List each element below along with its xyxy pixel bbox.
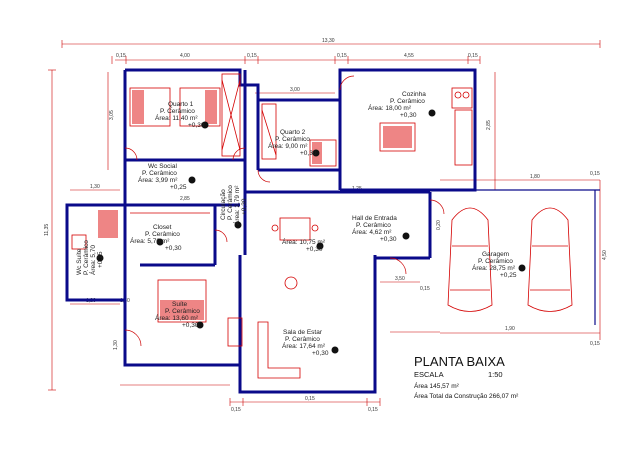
svg-text:P. Cerâmico: P. Cerâmico xyxy=(285,336,320,343)
room-label-wcsocial: Wc Social P. Cerâmico Área: 3,99 m² +0,2… xyxy=(138,163,187,191)
svg-text:P. Cerâmico: P. Cerâmico xyxy=(160,108,195,115)
svg-text:3,05: 3,05 xyxy=(109,110,115,120)
svg-text:Closet: Closet xyxy=(153,224,172,231)
car-left xyxy=(447,207,493,312)
room-label-garagem: Garagem P. Cerâmico Área: 28,75 m² +0,25 xyxy=(472,251,517,279)
svg-text:P. Cerâmico: P. Cerâmico xyxy=(356,222,391,229)
svg-text:Wc Suíte: Wc Suíte xyxy=(76,248,83,275)
svg-text:Suíte: Suíte xyxy=(172,301,188,308)
svg-text:P. Cerâmico: P. Cerâmico xyxy=(83,240,90,275)
svg-text:+0,30: +0,30 xyxy=(165,245,182,252)
svg-text:0,15: 0,15 xyxy=(247,53,257,59)
svg-text:Hall de Entrada: Hall de Entrada xyxy=(352,215,397,222)
svg-text:+0,30: +0,30 xyxy=(182,322,199,329)
svg-text:Quarto 2: Quarto 2 xyxy=(280,129,306,136)
svg-text:P. Cerâmico: P. Cerâmico xyxy=(275,136,310,143)
dimension-texts: 13,30 0,15 4,00 0,15 3,00 0,15 4,55 0,15… xyxy=(44,38,608,413)
svg-text:P. Cerâmico: P. Cerâmico xyxy=(165,308,200,315)
plan-title: PLANTA BAIXA xyxy=(414,354,505,369)
room-label-suite: Suíte P. Cerâmico Área: 13,60 m² +0,30 xyxy=(155,301,200,329)
room-label-hall: Hall de Entrada P. Cerâmico Área: 4,62 m… xyxy=(352,215,397,243)
svg-text:+0,30: +0,30 xyxy=(400,112,417,119)
svg-text:P. Cerâmico: P. Cerâmico xyxy=(478,258,513,265)
walls xyxy=(65,68,600,394)
svg-text:0,15: 0,15 xyxy=(116,53,126,59)
svg-text:+0,30: +0,30 xyxy=(312,350,329,357)
svg-text:0,15: 0,15 xyxy=(420,286,430,292)
svg-text:Área: 4,62 m²: Área: 4,62 m² xyxy=(352,227,392,236)
svg-text:4,50: 4,50 xyxy=(602,250,608,260)
svg-text:2,85: 2,85 xyxy=(180,196,190,202)
room-label-cozinha: Cozinha P. Cerâmico Área: 18,00 m² +0,30 xyxy=(368,91,426,119)
dim-left-total: 11,35 xyxy=(44,224,50,236)
svg-text:0,15: 0,15 xyxy=(337,53,347,59)
svg-text:0,15: 0,15 xyxy=(305,396,315,402)
svg-text:Área: 9,00 m²: Área: 9,00 m² xyxy=(268,141,308,150)
room-label-sala: Sala de Estar P. Cerâmico Área: 17,64 m²… xyxy=(282,329,329,357)
svg-text:Área: 2,79 m²: Área: 2,79 m² xyxy=(232,185,241,225)
scale-label: ESCALA xyxy=(414,370,444,379)
svg-text:Wc Social: Wc Social xyxy=(148,163,177,170)
svg-text:0,15: 0,15 xyxy=(368,407,378,413)
svg-text:1,30: 1,30 xyxy=(113,340,119,350)
room-label-circulacao: Circulação P. Cerâmico Área: 2,79 m² +0,… xyxy=(220,185,248,225)
svg-text:3,00: 3,00 xyxy=(290,87,300,93)
svg-text:4,55: 4,55 xyxy=(404,53,414,59)
svg-text:Área: 28,75 m²: Área: 28,75 m² xyxy=(472,263,516,272)
svg-text:P. Cerâmico: P. Cerâmico xyxy=(142,170,177,177)
room-label-quarto2: Quarto 2 P. Cerâmico Área: 9,00 m² +0,30 xyxy=(268,129,317,157)
svg-text:1,30: 1,30 xyxy=(90,184,100,190)
level-markers xyxy=(96,109,526,354)
svg-text:1,80: 1,80 xyxy=(530,174,540,180)
svg-text:Sala de Estar: Sala de Estar xyxy=(283,329,323,336)
svg-text:Área: 11,40 m²: Área: 11,40 m² xyxy=(155,113,198,122)
svg-text:Quarto 1: Quarto 1 xyxy=(168,101,194,108)
car-right xyxy=(527,207,573,312)
svg-text:+0,25: +0,25 xyxy=(500,272,517,279)
svg-text:P. Cerâmico: P. Cerâmico xyxy=(390,98,425,105)
svg-text:Garagem: Garagem xyxy=(482,251,509,258)
svg-text:Circulação: Circulação xyxy=(220,189,227,220)
svg-text:0,15: 0,15 xyxy=(231,407,241,413)
svg-text:Área: 13,60 m²: Área: 13,60 m² xyxy=(155,313,199,322)
room-label-quarto1: Quarto 1 P. Cerâmico Área: 11,40 m² +0,3… xyxy=(155,101,205,129)
svg-text:0,20: 0,20 xyxy=(436,220,442,230)
svg-text:3,50: 3,50 xyxy=(395,276,405,282)
svg-text:0,15: 0,15 xyxy=(590,171,600,177)
svg-text:0,15: 0,15 xyxy=(590,341,600,347)
svg-text:Área: 18,00 m²: Área: 18,00 m² xyxy=(368,103,412,112)
svg-text:+0,30: +0,30 xyxy=(188,122,205,129)
svg-text:1,90: 1,90 xyxy=(505,326,515,332)
svg-text:Área: 10,75 m²: Área: 10,75 m² xyxy=(282,237,326,246)
doors xyxy=(124,75,445,347)
svg-text:+0,30: +0,30 xyxy=(380,236,397,243)
svg-text:+0,30: +0,30 xyxy=(241,198,248,215)
svg-text:+0,25: +0,25 xyxy=(170,184,187,191)
room-label-jantar: Área: 10,75 m² +0,30 xyxy=(282,237,326,253)
svg-text:Área: 17,64 m²: Área: 17,64 m² xyxy=(282,341,326,350)
area-text: Área 145,57 m² xyxy=(414,381,460,390)
scale-value: 1:50 xyxy=(488,370,503,379)
svg-text:0,15: 0,15 xyxy=(468,53,478,59)
svg-text:+0,30: +0,30 xyxy=(306,246,323,253)
title-block: PLANTA BAIXA ESCALA 1:50 Área 145,57 m² … xyxy=(414,354,519,400)
svg-text:Área: 3,99 m²: Área: 3,99 m² xyxy=(138,175,178,184)
svg-text:+0,25: +0,25 xyxy=(97,251,104,268)
svg-text:Cozinha: Cozinha xyxy=(402,91,426,98)
svg-text:Área: 5,70: Área: 5,70 xyxy=(88,245,97,275)
svg-text:4,00: 4,00 xyxy=(180,53,190,59)
dim-overall-top: 13,30 xyxy=(322,38,335,44)
room-label-closet: Closet P. Cerâmico Área: 5,70 m² +0,30 xyxy=(130,224,182,252)
room-label-wcsuite: Wc Suíte P. Cerâmico Área: 5,70 +0,25 xyxy=(76,240,104,275)
svg-text:+0,30: +0,30 xyxy=(300,150,317,157)
dimension-lines xyxy=(48,40,601,406)
total-area-text: Área Total da Construção 266,07 m² xyxy=(414,391,519,400)
svg-text:P. Cerâmico: P. Cerâmico xyxy=(145,231,180,238)
svg-text:Área: 5,70 m²: Área: 5,70 m² xyxy=(130,236,170,245)
svg-text:P. Cerâmico: P. Cerâmico xyxy=(227,185,234,220)
svg-text:2,85: 2,85 xyxy=(486,120,492,130)
